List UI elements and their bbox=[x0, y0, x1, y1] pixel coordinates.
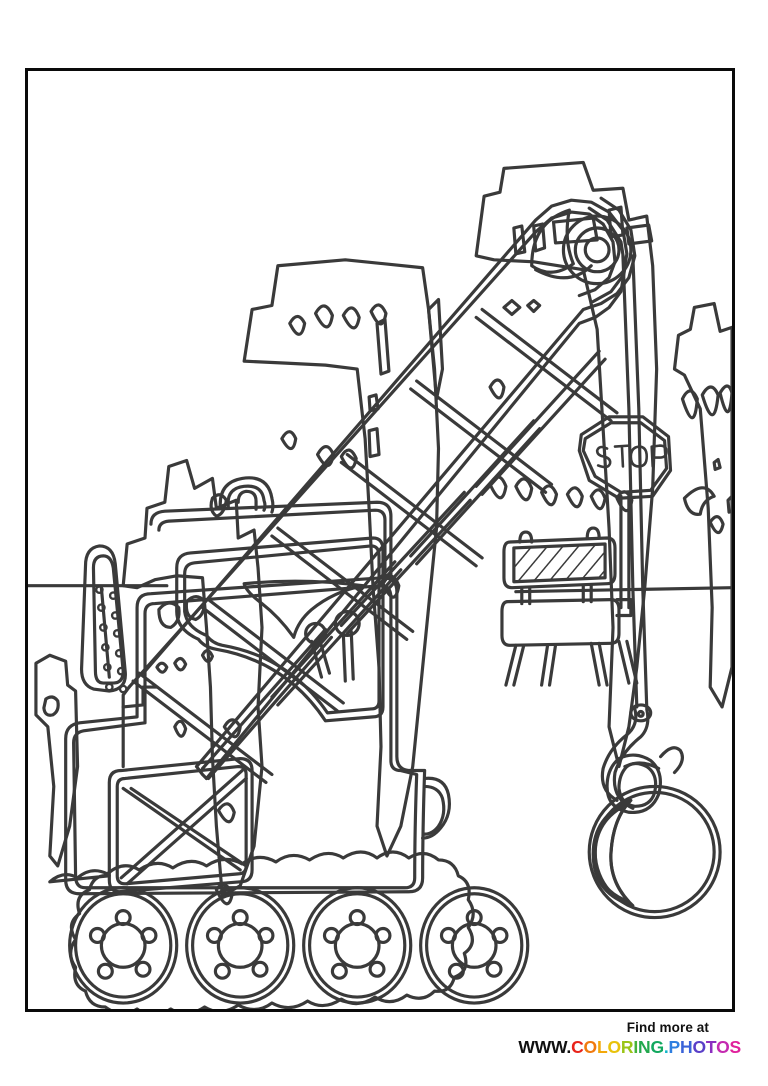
watermark-url: WWW.COLORING.PHOTOS bbox=[500, 1036, 745, 1058]
wrecking-ball bbox=[587, 746, 722, 920]
watermark-tagline: Find more at bbox=[626, 1020, 709, 1035]
crane-cab bbox=[64, 476, 451, 896]
watermark-letter-3: O bbox=[607, 1037, 621, 1057]
watermark-letter-0: C bbox=[571, 1037, 584, 1057]
track-wheel bbox=[419, 886, 530, 1005]
watermark-letter-7: G bbox=[650, 1037, 664, 1057]
stop-sign bbox=[577, 415, 673, 610]
watermark-letter-1: O bbox=[583, 1037, 598, 1057]
track-wheel bbox=[302, 886, 413, 1005]
road-barrier bbox=[500, 526, 639, 687]
hook bbox=[600, 703, 653, 810]
watermark-letter-4: R bbox=[620, 1037, 634, 1057]
watermark: Find more at WWW.COLORING.PHOTOS bbox=[500, 1020, 745, 1078]
watermark-letter-5: I bbox=[633, 1037, 638, 1057]
exhaust-pipe bbox=[79, 544, 128, 694]
stop-sign-text bbox=[595, 444, 668, 469]
skyline-windows-2 bbox=[280, 303, 401, 599]
watermark-letter-8: . bbox=[663, 1037, 669, 1057]
horizon-line-right bbox=[514, 586, 732, 594]
skyline-windows-4 bbox=[680, 384, 732, 535]
track-wheel bbox=[68, 886, 179, 1005]
watermark-letter-2: L bbox=[596, 1037, 608, 1057]
watermark-url-colored: COLORING.PHOTOS bbox=[571, 1037, 741, 1057]
watermark-letter-6: N bbox=[638, 1037, 651, 1057]
watermark-letter-12: T bbox=[705, 1037, 717, 1057]
watermark-letter-14: S bbox=[729, 1037, 742, 1057]
coloring-artwork bbox=[28, 160, 732, 1009]
exhaust-rivets bbox=[95, 585, 128, 694]
watermark-letter-13: O bbox=[716, 1037, 730, 1057]
artwork-frame bbox=[25, 68, 735, 1012]
watermark-url-prefix: WWW. bbox=[518, 1037, 572, 1057]
control-levers bbox=[304, 609, 361, 683]
crawler-track bbox=[48, 850, 530, 1009]
watermark-letter-9: P bbox=[668, 1037, 681, 1057]
hoist-cable bbox=[621, 254, 649, 709]
watermark-letter-10: H bbox=[680, 1037, 693, 1057]
watermark-letter-11: O bbox=[692, 1037, 706, 1057]
track-wheel bbox=[185, 886, 296, 1005]
